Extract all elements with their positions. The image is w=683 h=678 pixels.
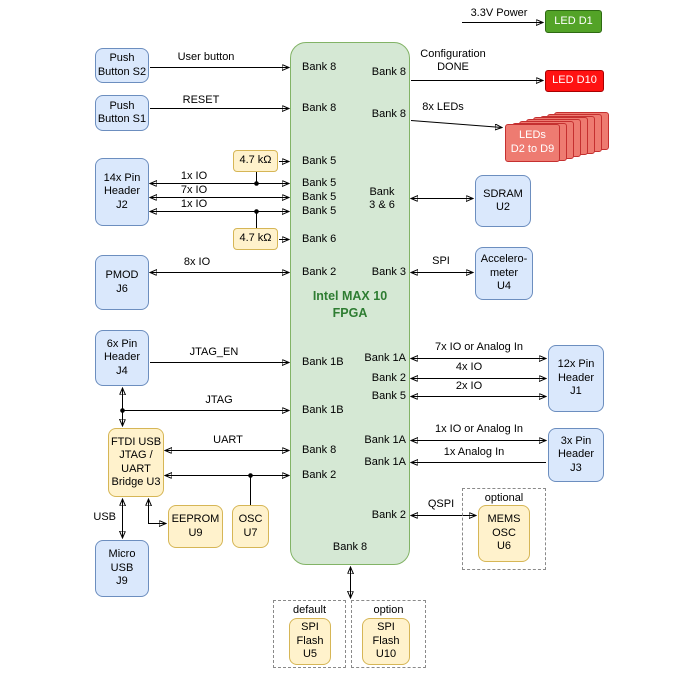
bank-label: Bank 5 <box>302 205 337 217</box>
option-group <box>351 600 426 668</box>
edge-label-4x-io: 4x IO <box>455 361 483 373</box>
node-push-button-s2: Push Button S2 <box>95 48 149 83</box>
fpga-title: Intel MAX 10 FPGA <box>312 289 388 320</box>
bank-label: Bank 1A <box>364 456 406 468</box>
edge-label-3v3-power: 3.3V Power <box>470 7 528 19</box>
node-pin-header-j2: 14x Pin Header J2 <box>95 158 149 226</box>
junction-dot <box>248 473 253 478</box>
edge-label-config-done: Configuration DONE <box>420 48 486 74</box>
node-mems-osc-u6: MEMS OSC U6 <box>478 505 530 562</box>
optional-group-label: optional <box>484 492 524 504</box>
edge-label-spi: SPI <box>432 255 450 267</box>
edge-label-user-button: User button <box>177 51 235 63</box>
node-led-d10: LED D10 <box>545 70 604 92</box>
bank-label: Bank 1B <box>302 404 344 416</box>
junction-dot <box>254 209 259 214</box>
edge-label-8x-io: 8x IO <box>183 256 211 268</box>
edge-label-7x-io: 7x IO <box>180 184 208 196</box>
node-spi-flash-u10: SPI Flash U10 <box>362 618 410 665</box>
node-push-button-s1: Push Button S1 <box>95 95 149 131</box>
edge-label-qspi: QSPI <box>427 498 455 510</box>
node-pin-header-j4: 6x Pin Header J4 <box>95 330 149 386</box>
edge-label-uart: UART <box>213 434 243 446</box>
bank-label: Bank 8 <box>371 108 406 120</box>
bank-label: Bank 2 <box>371 509 406 521</box>
fpga-chip <box>290 42 410 565</box>
edge-label-usb: USB <box>93 511 116 523</box>
option-group-label: option <box>373 604 404 616</box>
node-ftdi-bridge-u3: FTDI USB JTAG / UART Bridge U3 <box>108 428 164 497</box>
bank-label: Bank 3 & 6 <box>369 186 395 211</box>
node-accelerometer-u4: Accelero- meter U4 <box>475 247 533 300</box>
edge-label-jtag: JTAG <box>205 394 233 406</box>
node-led-d1: LED D1 <box>545 10 602 33</box>
edge-label-2x-io: 2x IO <box>455 380 483 392</box>
node-resistor-bottom: 4.7 kΩ <box>233 228 278 250</box>
bank-label: Bank 3 <box>371 266 406 278</box>
node-pin-header-j3: 3x Pin Header J3 <box>548 428 604 482</box>
edge-label-7x-io-analog: 7x IO or Analog In <box>434 341 524 353</box>
connector-eeprom <box>149 499 167 524</box>
default-group <box>273 600 346 668</box>
edge-label-1x-io-a: 1x IO <box>180 170 208 182</box>
bank-label: Bank 2 <box>371 372 406 384</box>
node-micro-usb-j9: Micro USB J9 <box>95 540 149 597</box>
edge-label-1x-io-analog: 1x IO or Analog In <box>434 423 524 435</box>
junction-dot <box>120 408 125 413</box>
bank-label: Bank 1A <box>364 352 406 364</box>
bank-label: Bank 5 <box>302 191 337 203</box>
bank-label: Bank 8 <box>302 61 337 73</box>
bank-label: Bank 1A <box>364 434 406 446</box>
bank-label: Bank 8 <box>371 66 406 78</box>
edge-label-reset: RESET <box>182 94 220 106</box>
default-group-label: default <box>292 604 327 616</box>
junction-dot <box>254 181 259 186</box>
node-pin-header-j1: 12x Pin Header J1 <box>548 345 604 412</box>
bank-label: Bank 2 <box>302 469 337 481</box>
node-pmod-j6: PMOD J6 <box>95 255 149 310</box>
node-sdram-u2: SDRAM U2 <box>475 175 531 227</box>
node-leds-d2-d9: LEDs D2 to D9 <box>505 124 560 162</box>
bank-label: Bank 6 <box>302 233 337 245</box>
edge-label-1x-analog-in: 1x Analog In <box>443 446 505 458</box>
bank-label: Bank 8 <box>332 541 368 553</box>
edge-label-8x-leds: 8x LEDs <box>422 101 464 113</box>
node-osc-u7: OSC U7 <box>232 505 269 548</box>
node-spi-flash-u5: SPI Flash U5 <box>289 618 331 665</box>
bank-label: Bank 5 <box>302 155 337 167</box>
edge-label-jtag-en: JTAG_EN <box>189 346 239 358</box>
optional-group <box>462 488 546 570</box>
bank-label: Bank 1B <box>302 356 344 368</box>
node-resistor-top: 4.7 kΩ <box>233 150 278 172</box>
bank-label: Bank 8 <box>302 444 337 456</box>
node-eeprom-u9: EEPROM U9 <box>168 505 223 548</box>
bank-label: Bank 5 <box>302 177 337 189</box>
connector-8x-leds <box>410 120 502 128</box>
bank-label: Bank 5 <box>371 390 406 402</box>
bank-label: Bank 2 <box>302 266 337 278</box>
bank-label: Bank 8 <box>302 102 337 114</box>
edge-label-1x-io-b: 1x IO <box>180 198 208 210</box>
